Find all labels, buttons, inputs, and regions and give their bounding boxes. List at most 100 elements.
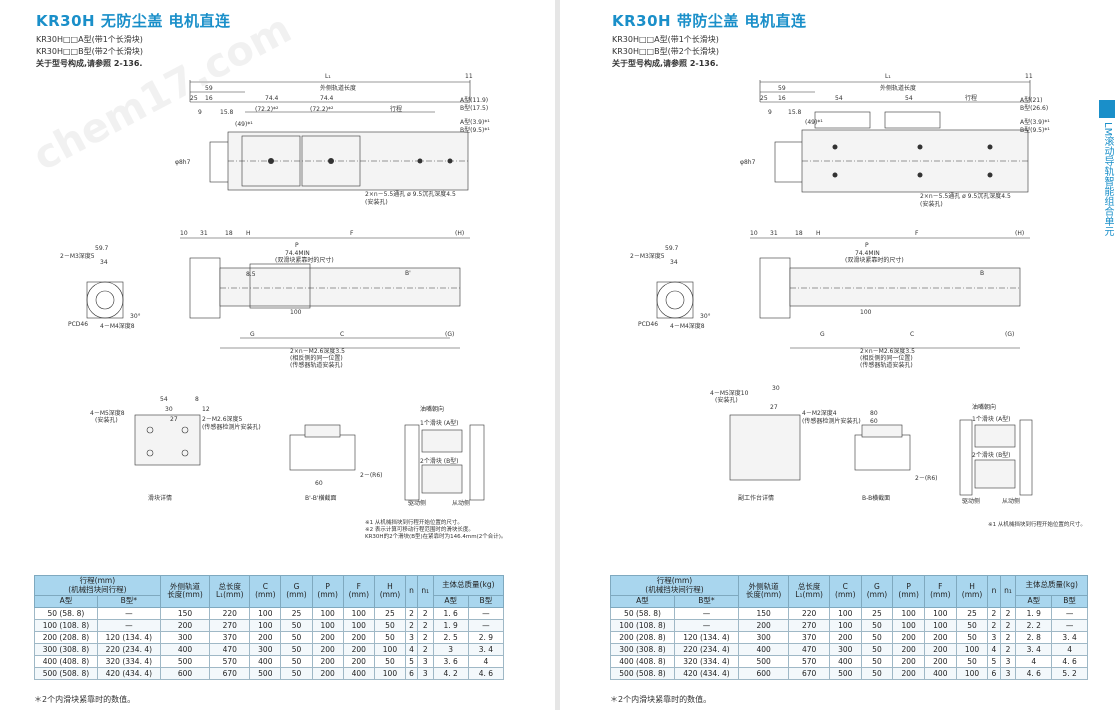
svg-text:(H): (H) [1015,230,1024,237]
svg-text:34: 34 [670,259,678,266]
svg-text:(双滑块紧靠时的尺寸): (双滑块紧靠时的尺寸) [275,256,334,264]
svg-text:4－M5深度8: 4－M5深度8 [90,409,125,417]
table-cell: 500 [737,654,790,668]
svg-text:A型(3.9)*¹: A型(3.9)*¹ [1020,118,1050,126]
svg-text:G: G [250,331,255,338]
svg-text:31: 31 [770,230,778,237]
reference-link[interactable]: 2-136. [689,59,719,68]
section-tab[interactable] [1099,100,1115,118]
svg-text:从动侧: 从动侧 [452,499,470,507]
svg-text:54: 54 [160,396,168,403]
table-cell: 2 [987,606,1001,620]
table-cell: — [1051,606,1088,620]
table-cell: 4. 6 [1015,666,1053,680]
table-cell: 470 [788,642,830,656]
svg-text:11: 11 [1025,73,1033,80]
table-cell: 3 [416,666,434,680]
table-cell: 100 [342,606,375,620]
table-cell: 100 [373,642,407,656]
table-cell: 300 [737,630,790,644]
model-a-line: KR30H□□A型(带1个长滑块) [36,35,143,44]
table-cell: 400 (408. 8) [610,654,675,668]
svg-text:100: 100 [860,309,872,316]
svg-text:φ8h7: φ8h7 [175,159,191,166]
table-cell: 300 (308. 8) [610,642,675,656]
svg-text:10: 10 [750,230,758,237]
svg-text:27: 27 [170,416,178,423]
table-cell: 220 [788,606,830,620]
svg-text:A型(11.9): A型(11.9) [460,96,488,104]
svg-text:74.4: 74.4 [265,95,279,102]
table-cell: 2 [416,630,434,644]
svg-text:2－M3深度5: 2－M3深度5 [60,252,95,260]
table-cell: 100 [373,666,407,680]
svg-text:(安装孔): (安装孔) [95,416,118,424]
drawing-notes: ※1 从机械挡块到行程开始位置的尺寸。 [988,522,1086,528]
svg-text:(G): (G) [445,331,454,338]
table-cell: 200 [892,642,925,656]
table-cell: 400 [737,642,790,656]
table-cell: 200 [828,630,862,644]
table-cell: 4 [467,654,505,668]
table-cell: 3 [432,642,469,656]
svg-text:副工作台详情: 副工作台详情 [738,494,774,502]
table-cell: 50 [373,654,407,668]
svg-text:30: 30 [165,406,173,413]
table-cell: 50 [280,666,313,680]
table-cell: 2. 5 [432,630,469,644]
svg-text:F: F [915,230,919,237]
svg-text:外侧轨道长度: 外侧轨道长度 [320,84,356,92]
table-cell: 4 [1015,654,1053,668]
table-cell: 200 (208. 8) [610,630,675,644]
svg-text:(49)*¹: (49)*¹ [805,119,823,126]
table-cell: 2. 8 [1015,630,1053,644]
model-b-line: KR30H□□B型(带2个长滑块) [36,47,143,56]
svg-text:18: 18 [225,230,233,237]
svg-text:外侧轨道长度: 外侧轨道长度 [880,84,916,92]
table-cell: 3 [999,654,1017,668]
svg-text:PCD46: PCD46 [68,321,88,328]
svg-text:C: C [340,331,344,338]
table-cell: 50 (58. 8) [34,606,98,620]
table-cell: 50 [955,630,989,644]
page-gutter [555,0,560,710]
table-cell: 100 [923,618,957,632]
svg-text:(相反侧的同一位置): (相反侧的同一位置) [860,354,913,362]
table-cell: 1. 9 [1015,606,1053,620]
table-cell: 100 (108. 8) [610,618,675,632]
svg-text:滑块详情: 滑块详情 [148,494,172,502]
table-cell: 25 [860,606,894,620]
svg-text:G: G [820,331,825,338]
table-cell: 50 [280,642,313,656]
table-cell: 100 [923,606,957,620]
table-cell: 200 [311,666,344,680]
page-title: KR30H 无防尘盖 电机直连 [36,12,231,30]
table-cell: 3 [405,630,418,644]
detail-views: 4－M5深度10 (安装孔) 30 27 4－M2深度4 (传感器检测片安装孔)… [710,385,1033,505]
footnote: ＊2个内滑块紧靠时的数值。 [610,695,712,704]
svg-text:30°: 30° [130,313,141,320]
table-cell: 300 [828,642,862,656]
table-cell: 200 [892,630,925,644]
table-cell: — [673,618,739,632]
table-cell: 270 [788,618,830,632]
table-cell: 300 [159,630,211,644]
table-cell: 600 [159,666,211,680]
table-cell: 2 [416,642,434,656]
footnote: ＊2个内滑块紧靠时的数值。 [34,695,136,704]
table-cell: 570 [209,654,251,668]
table-cell: 3 [999,666,1017,680]
svg-text:30: 30 [772,385,780,392]
table-cell: 50 [860,654,894,668]
table-cell: — [467,606,505,620]
svg-text:(G): (G) [1005,331,1014,338]
svg-text:L₁: L₁ [885,73,891,80]
reference-link[interactable]: 2-136. [113,59,143,68]
svg-text:27: 27 [770,404,778,411]
